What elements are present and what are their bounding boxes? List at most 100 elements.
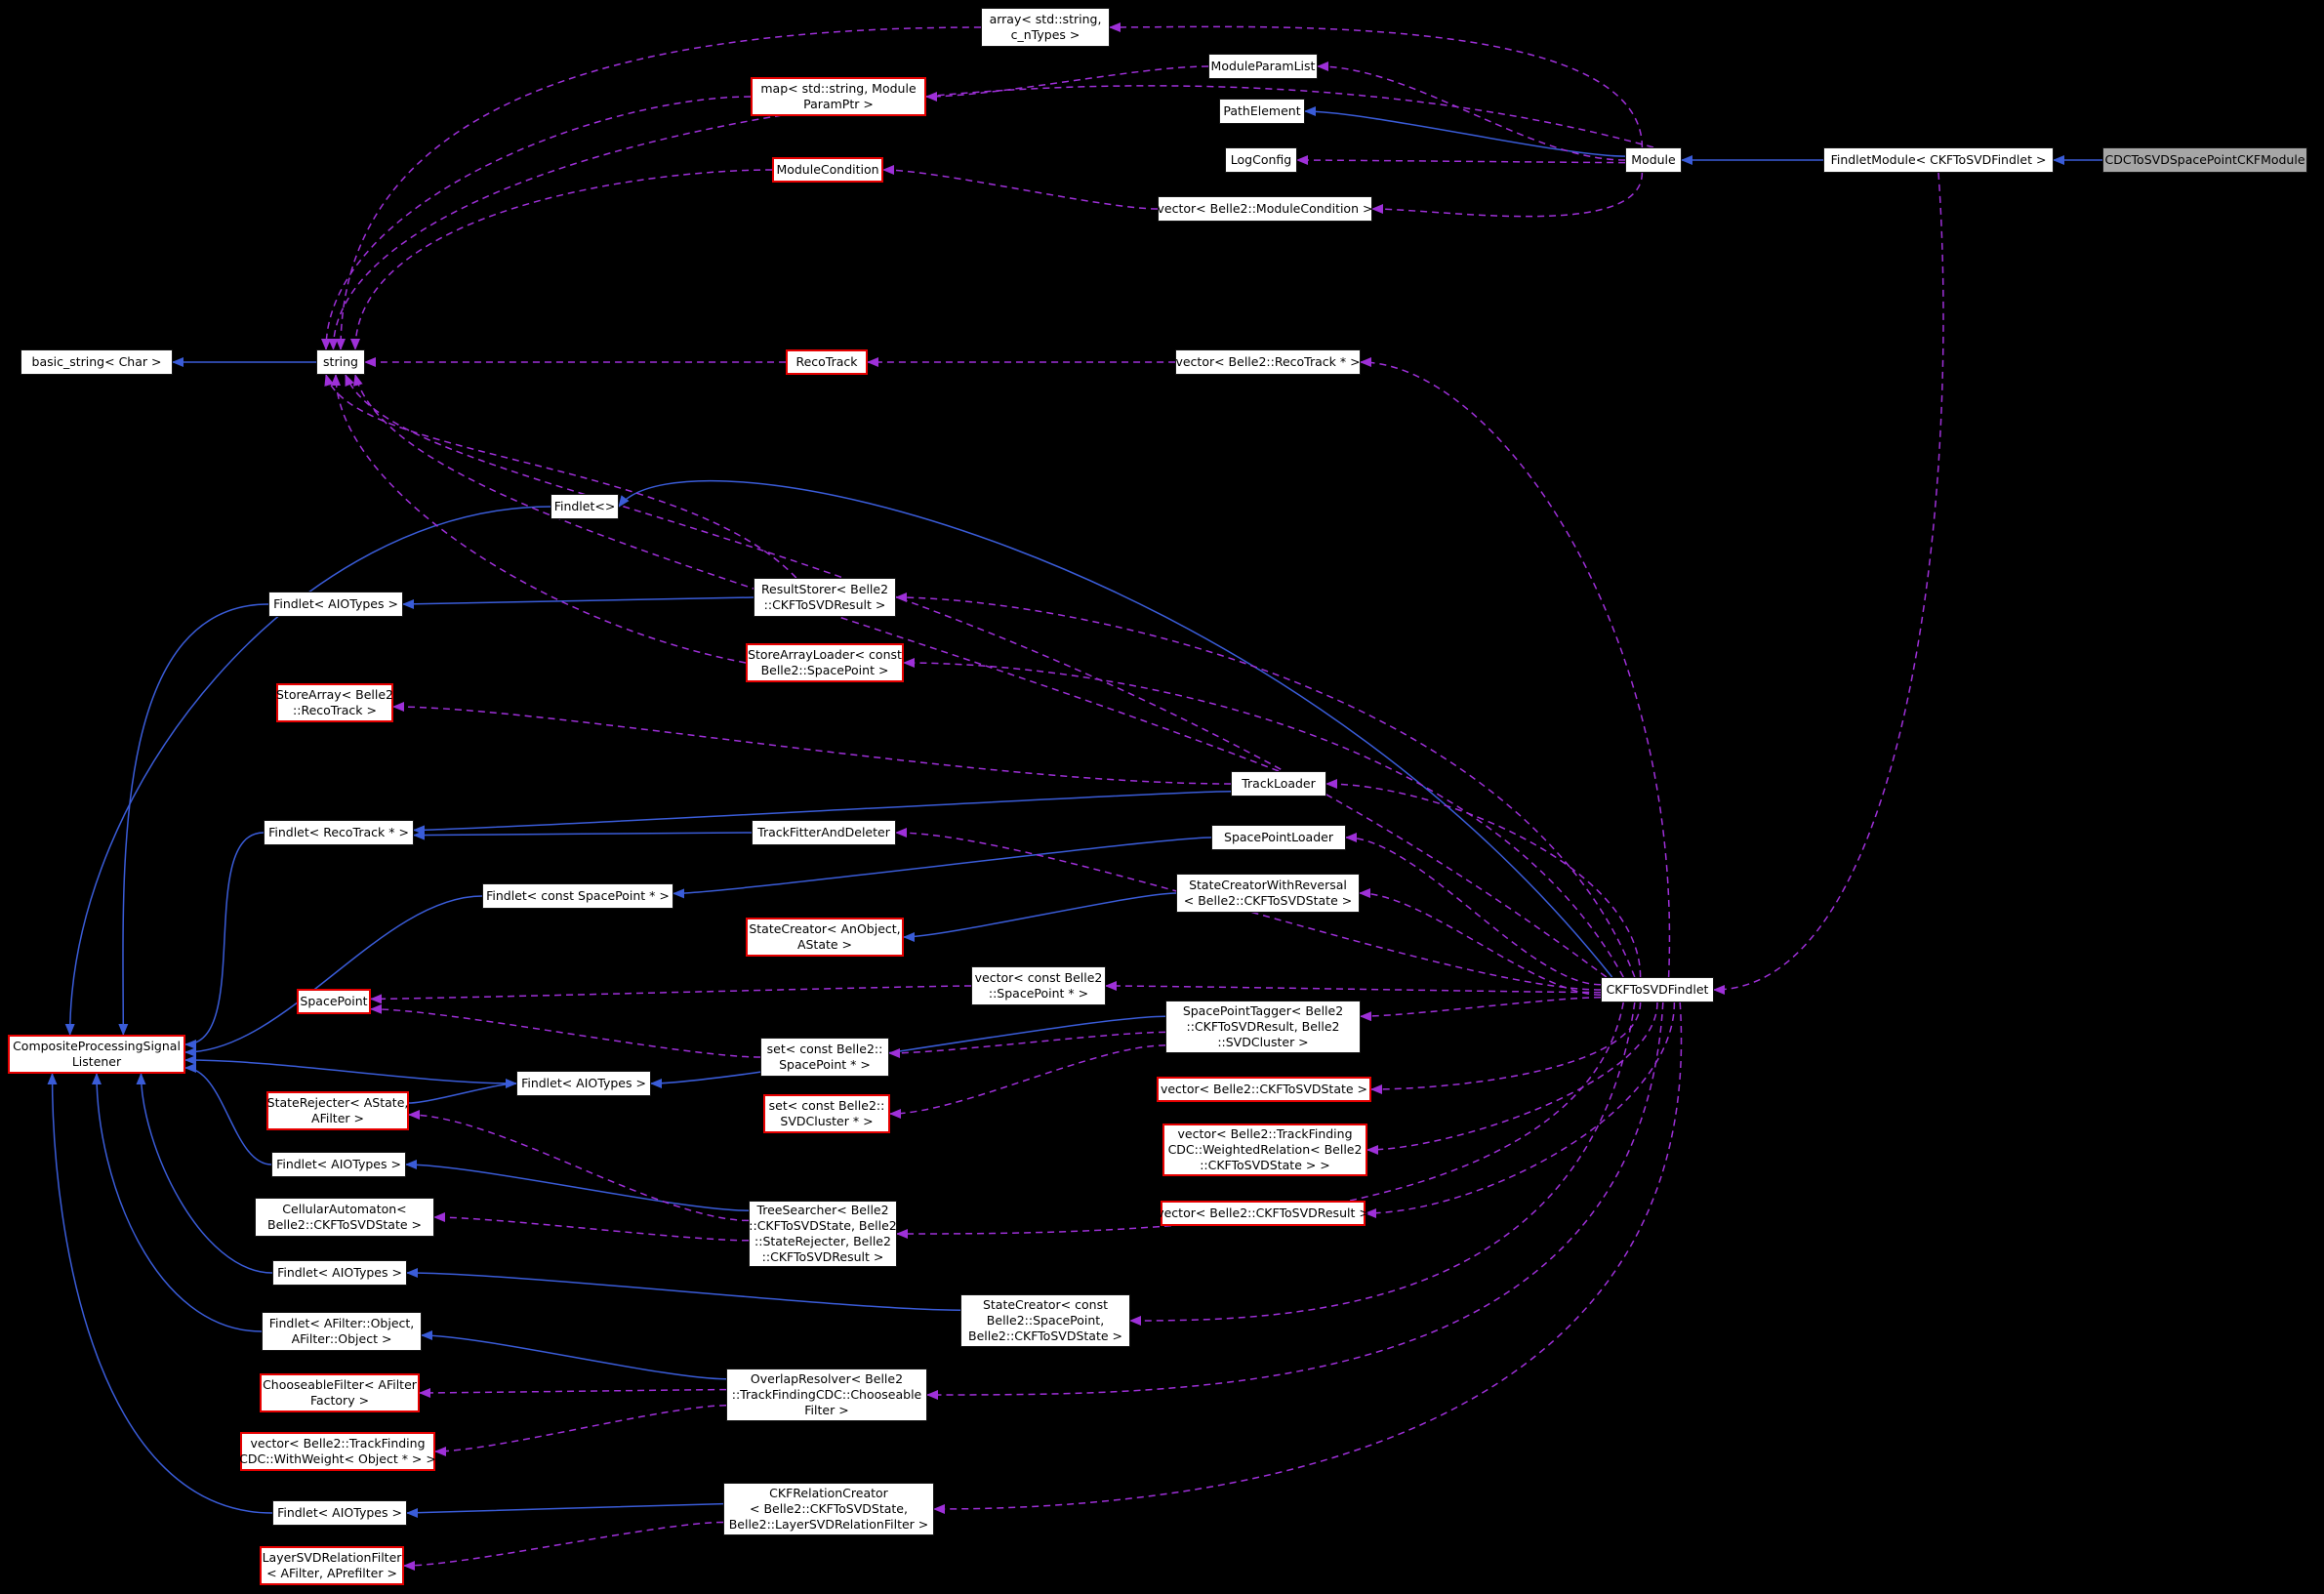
node-result-storer[interactable]: ResultStorer< Belle2 ::CKFToSVDResult > bbox=[754, 578, 896, 617]
node-store-array-recotrack[interactable]: StoreArray< Belle2 ::RecoTrack > bbox=[276, 683, 393, 722]
node-string[interactable]: string bbox=[316, 349, 365, 375]
node-cdc-module[interactable]: CDCToSVDSpacePointCKFModule bbox=[2102, 147, 2307, 173]
node-vector-recotrack-label: vector< Belle2::RecoTrack * > bbox=[1175, 354, 1361, 369]
node-vector-ckf-state[interactable]: vector< Belle2::CKFToSVDState > bbox=[1157, 1077, 1371, 1102]
node-findlet-empty-label: Findlet<> bbox=[553, 499, 616, 513]
node-findlet-afilter[interactable]: Findlet< AFilter::Object, AFilter::Objec… bbox=[262, 1312, 422, 1351]
node-state-rejecter[interactable]: StateRejecter< AState, AFilter > bbox=[266, 1091, 409, 1130]
node-state-creator-rev[interactable]: StateCreatorWithReversal < Belle2::CKFTo… bbox=[1176, 874, 1360, 913]
node-state-creator-an[interactable]: StateCreator< AnObject, AState > bbox=[746, 918, 904, 957]
node-findlet-recotrack-label: Findlet< RecoTrack * > bbox=[268, 825, 409, 839]
node-log-config[interactable]: LogConfig bbox=[1225, 147, 1297, 173]
node-findlet-const-sp[interactable]: Findlet< const SpacePoint * > bbox=[482, 883, 673, 909]
node-ckf-findlet-label: CKFToSVDFindlet bbox=[1606, 982, 1709, 997]
node-path-element[interactable]: PathElement bbox=[1219, 99, 1305, 124]
node-track-loader[interactable]: TrackLoader bbox=[1231, 771, 1326, 797]
node-findlet-recotrack[interactable]: Findlet< RecoTrack * > bbox=[264, 820, 414, 845]
node-tree-searcher[interactable]: TreeSearcher< Belle2 ::CKFToSVDState, Be… bbox=[749, 1201, 897, 1267]
edge-findlet-aio-2-cpsl bbox=[184, 1055, 517, 1084]
node-set-svd[interactable]: set< const Belle2:: SVDCluster * > bbox=[763, 1094, 890, 1133]
edge-module-module-param-list bbox=[1317, 61, 1626, 161]
edge-ckf-findlet-track-fitter bbox=[895, 828, 1602, 991]
node-track-fitter-label: TrackFitterAndDeleter bbox=[757, 825, 890, 839]
node-store-array-loader[interactable]: StoreArrayLoader< const Belle2::SpacePoi… bbox=[746, 643, 904, 682]
node-array-string[interactable]: array< std::string, c_nTypes > bbox=[981, 8, 1110, 47]
node-findlet-aio-1[interactable]: Findlet< AIOTypes > bbox=[268, 592, 403, 617]
node-sp-tagger-label: SpacePointTagger< Belle2 ::CKFToSVDResul… bbox=[1182, 1003, 1344, 1049]
node-vector-weighted-relation[interactable]: vector< Belle2::TrackFinding CDC::Weight… bbox=[1162, 1124, 1367, 1176]
node-vector-ckf-result[interactable]: vector< Belle2::CKFToSVDResult > bbox=[1157, 1201, 1369, 1226]
edge-result-storer-string bbox=[324, 374, 797, 579]
node-sp-tagger[interactable]: SpacePointTagger< Belle2 ::CKFToSVDResul… bbox=[1165, 1001, 1361, 1053]
node-ckf-findlet[interactable]: CKFToSVDFindlet bbox=[1601, 977, 1714, 1002]
node-vector-module-condition[interactable]: vector< Belle2::ModuleCondition > bbox=[1158, 196, 1372, 222]
edge-ckf-findlet-findlet-empty bbox=[618, 479, 1613, 978]
node-sp-loader[interactable]: SpacePointLoader bbox=[1211, 825, 1346, 850]
node-state-creator-rev-label: StateCreatorWithReversal < Belle2::CKFTo… bbox=[1183, 878, 1353, 908]
node-set-svd-label: set< const Belle2:: SVDCluster * > bbox=[768, 1098, 885, 1128]
edge-ckf-findlet-state-creator-sp bbox=[1129, 1001, 1636, 1326]
node-findlet-module-label: FindletModule< CKFToSVDFindlet > bbox=[1830, 152, 2047, 167]
edge-ckf-relation-creator-findlet-aio-5 bbox=[406, 1502, 724, 1518]
edge-findlet-aio-5-cpsl bbox=[47, 1073, 273, 1514]
node-cpsl[interactable]: CompositeProcessingSignal Listener bbox=[8, 1035, 185, 1074]
edge-overlap-resolver-vector-with-weight bbox=[434, 1405, 727, 1456]
node-overlap-resolver[interactable]: OverlapResolver< Belle2 ::TrackFindingCD… bbox=[726, 1369, 927, 1421]
node-findlet-aio-4[interactable]: Findlet< AIOTypes > bbox=[272, 1260, 407, 1286]
edge-module-condition-string bbox=[350, 169, 773, 350]
node-findlet-aio-5-label: Findlet< AIOTypes > bbox=[277, 1505, 402, 1520]
edge-sp-tagger-set-svd bbox=[889, 1044, 1166, 1119]
node-vector-with-weight-label: vector< Belle2::TrackFinding CDC::WithWe… bbox=[239, 1436, 436, 1466]
node-vector-const-sp[interactable]: vector< const Belle2 ::SpacePoint * > bbox=[971, 966, 1106, 1005]
node-chooseable-filter[interactable]: ChooseableFilter< AFilter Factory > bbox=[260, 1373, 420, 1412]
node-findlet-aio-2[interactable]: Findlet< AIOTypes > bbox=[516, 1071, 651, 1096]
node-array-string-label: array< std::string, c_nTypes > bbox=[989, 12, 1102, 42]
edge-sp-tagger-findlet-aio-2 bbox=[650, 1015, 1166, 1088]
edge-findlet-aio-4-cpsl bbox=[136, 1073, 273, 1274]
edge-ckf-findlet-store-array-loader bbox=[903, 658, 1624, 978]
node-findlet-aio-3[interactable]: Findlet< AIOTypes > bbox=[271, 1152, 406, 1177]
edge-store-array-loader-string bbox=[331, 374, 747, 664]
node-track-fitter[interactable]: TrackFitterAndDeleter bbox=[752, 820, 896, 845]
node-module-param-list[interactable]: ModuleParamList bbox=[1208, 54, 1318, 79]
node-reco-track[interactable]: RecoTrack bbox=[786, 349, 868, 375]
node-findlet-module[interactable]: FindletModule< CKFToSVDFindlet > bbox=[1823, 147, 2054, 173]
edge-ckf-findlet-vector-recotrack bbox=[1360, 357, 1671, 978]
node-vector-recotrack[interactable]: vector< Belle2::RecoTrack * > bbox=[1175, 349, 1361, 375]
node-layer-svd-filter[interactable]: LayerSVDRelationFilter < AFilter, APrefi… bbox=[260, 1546, 404, 1585]
edge-module-vector-module-condition bbox=[1371, 172, 1644, 218]
node-module-condition[interactable]: ModuleCondition bbox=[772, 157, 883, 183]
node-store-array-loader-label: StoreArrayLoader< const Belle2::SpacePoi… bbox=[748, 647, 902, 677]
node-basic-string-label: basic_string< Char > bbox=[31, 354, 162, 369]
node-map-param[interactable]: map< std::string, Module ParamPtr > bbox=[751, 77, 926, 116]
node-module-label: Module bbox=[1631, 152, 1676, 167]
edge-map-param-string bbox=[321, 96, 752, 350]
node-space-point[interactable]: SpacePoint bbox=[297, 989, 371, 1014]
node-state-creator-sp-label: StateCreator< const Belle2::SpacePoint, … bbox=[968, 1297, 1122, 1343]
node-vector-const-sp-label: vector< const Belle2 ::SpacePoint * > bbox=[974, 970, 1103, 1001]
node-cellular-automaton-label: CellularAutomaton< Belle2::CKFToSVDState… bbox=[267, 1202, 422, 1232]
node-findlet-empty[interactable]: Findlet<> bbox=[550, 494, 619, 519]
edge-vector-module-condition-module-condition bbox=[882, 165, 1159, 210]
node-track-loader-label: TrackLoader bbox=[1242, 776, 1316, 791]
node-string-label: string bbox=[323, 354, 358, 369]
node-cellular-automaton[interactable]: CellularAutomaton< Belle2::CKFToSVDState… bbox=[255, 1198, 434, 1237]
edge-tree-searcher-cellular-automaton bbox=[433, 1212, 750, 1242]
edge-track-loader-string bbox=[353, 374, 1280, 772]
node-set-sp-label: set< const Belle2:: SpacePoint * > bbox=[766, 1042, 883, 1072]
node-ckf-relation-creator[interactable]: CKFRelationCreator < Belle2::CKFToSVDSta… bbox=[723, 1483, 934, 1535]
node-findlet-aio-5[interactable]: Findlet< AIOTypes > bbox=[272, 1500, 407, 1526]
edge-findlet-afilter-cpsl bbox=[92, 1073, 263, 1332]
edge-ckf-findlet-track-loader bbox=[1325, 779, 1642, 978]
node-set-sp[interactable]: set< const Belle2:: SpacePoint * > bbox=[760, 1038, 889, 1077]
node-module[interactable]: Module bbox=[1625, 147, 1682, 173]
edge-ckf-findlet-string bbox=[345, 374, 1608, 978]
edge-module-log-config bbox=[1296, 155, 1626, 166]
node-basic-string[interactable]: basic_string< Char > bbox=[20, 349, 173, 375]
node-state-creator-sp[interactable]: StateCreator< const Belle2::SpacePoint, … bbox=[960, 1294, 1130, 1347]
edge-overlap-resolver-findlet-afilter bbox=[421, 1330, 727, 1380]
node-overlap-resolver-label: OverlapResolver< Belle2 ::TrackFindingCD… bbox=[731, 1371, 922, 1417]
edge-ckf-findlet-sp-tagger bbox=[1360, 997, 1602, 1022]
node-vector-with-weight[interactable]: vector< Belle2::TrackFinding CDC::WithWe… bbox=[239, 1432, 436, 1471]
